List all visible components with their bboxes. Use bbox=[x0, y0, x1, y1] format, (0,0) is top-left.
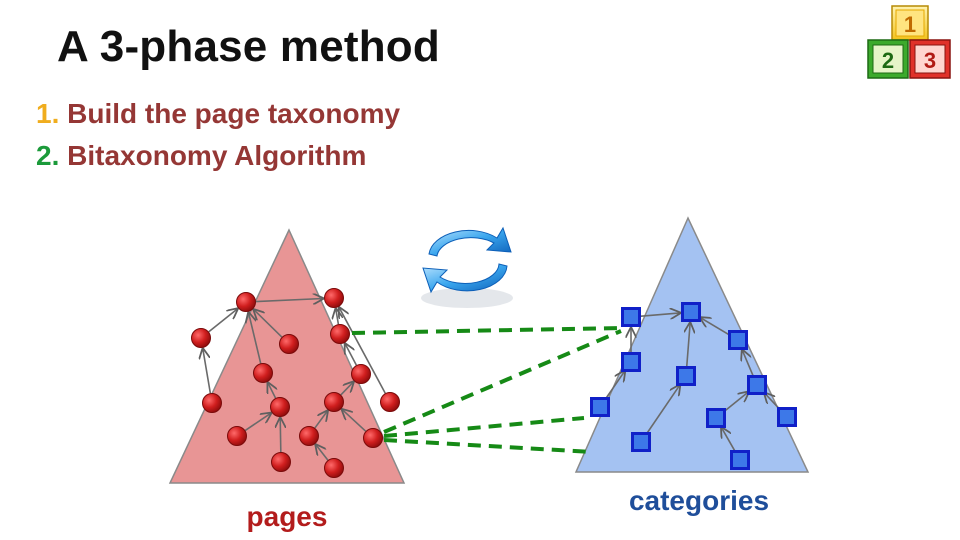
category-edge-arrow bbox=[687, 323, 690, 367]
category-node bbox=[747, 375, 767, 395]
page-node bbox=[236, 292, 256, 312]
refresh-cycle-arrows-icon bbox=[421, 226, 513, 308]
categories-label: categories bbox=[629, 485, 769, 516]
page-node bbox=[270, 397, 290, 417]
category-node bbox=[728, 330, 748, 350]
page-node bbox=[324, 458, 344, 478]
page-node bbox=[253, 363, 273, 383]
category-node bbox=[777, 407, 797, 427]
page-edge-arrow bbox=[255, 298, 323, 301]
page-node bbox=[202, 393, 222, 413]
categories-triangle bbox=[574, 216, 810, 473]
page-edge-arrow bbox=[314, 411, 328, 429]
category-edge-arrow bbox=[721, 428, 736, 452]
page-category-link bbox=[383, 329, 622, 434]
block-digit-1: 1 bbox=[904, 12, 916, 37]
categories-taxonomy bbox=[574, 216, 810, 473]
page-edge-arrow bbox=[339, 308, 386, 394]
page-node bbox=[324, 392, 344, 412]
step-2: 2. Bitaxonomy Algorithm bbox=[36, 140, 366, 172]
page-edge-arrow bbox=[203, 349, 212, 394]
numbered-blocks-123-icon: 1 2 3 bbox=[867, 5, 951, 79]
page-node bbox=[380, 392, 400, 412]
page-edge-arrow bbox=[340, 382, 353, 396]
page-edge-arrow bbox=[345, 344, 358, 366]
step-2-number: 2. bbox=[36, 140, 60, 171]
page-node bbox=[191, 328, 211, 348]
slide-title: A 3-phase method bbox=[57, 22, 440, 71]
category-edge-arrow bbox=[723, 392, 749, 413]
page-node bbox=[271, 452, 291, 472]
page-category-links bbox=[351, 326, 622, 454]
category-node bbox=[621, 307, 641, 327]
block-digit-3: 3 bbox=[924, 48, 936, 73]
category-node bbox=[621, 352, 641, 372]
category-edge-arrow bbox=[645, 385, 680, 435]
page-edge-arrow bbox=[268, 383, 276, 399]
category-edge-arrow bbox=[742, 350, 754, 377]
page-edges bbox=[203, 298, 386, 461]
step-1: 1. Build the page taxonomy bbox=[36, 98, 400, 130]
page-category-link bbox=[383, 438, 593, 454]
category-node bbox=[730, 450, 750, 470]
page-edge-arrow bbox=[254, 310, 283, 338]
page-edge-arrow bbox=[249, 313, 262, 364]
page-node bbox=[299, 426, 319, 446]
category-nodes bbox=[590, 302, 797, 470]
page-edge-arrow bbox=[244, 413, 271, 432]
page-node bbox=[351, 364, 371, 384]
category-node bbox=[706, 408, 726, 428]
step-1-text: Build the page taxonomy bbox=[67, 98, 401, 129]
category-node bbox=[590, 397, 610, 417]
page-nodes bbox=[191, 288, 400, 478]
category-edge-arrow bbox=[640, 313, 680, 316]
step-1-number: 1. bbox=[36, 98, 60, 129]
category-edge-arrow bbox=[605, 371, 625, 400]
block-digit-2: 2 bbox=[882, 48, 894, 73]
category-node bbox=[631, 432, 651, 452]
page-node bbox=[279, 334, 299, 354]
category-edge-arrow bbox=[700, 318, 730, 336]
page-edge-arrow bbox=[280, 418, 281, 453]
page-edge-arrow bbox=[208, 309, 238, 333]
page-edge-arrow bbox=[342, 409, 367, 432]
page-node bbox=[363, 428, 383, 448]
page-edge-arrow bbox=[336, 309, 339, 325]
category-node bbox=[681, 302, 701, 322]
page-node bbox=[330, 324, 350, 344]
page-category-link bbox=[383, 416, 585, 438]
pages-taxonomy bbox=[168, 228, 406, 484]
category-edges bbox=[605, 313, 781, 452]
page-node bbox=[324, 288, 344, 308]
page-node bbox=[227, 426, 247, 446]
page-edge-arrow bbox=[316, 445, 329, 461]
page-category-link bbox=[351, 326, 622, 335]
step-2-text: Bitaxonomy Algorithm bbox=[67, 140, 367, 171]
category-edge-arrow bbox=[765, 393, 781, 411]
pages-label: pages bbox=[247, 501, 328, 532]
category-node bbox=[676, 366, 696, 386]
